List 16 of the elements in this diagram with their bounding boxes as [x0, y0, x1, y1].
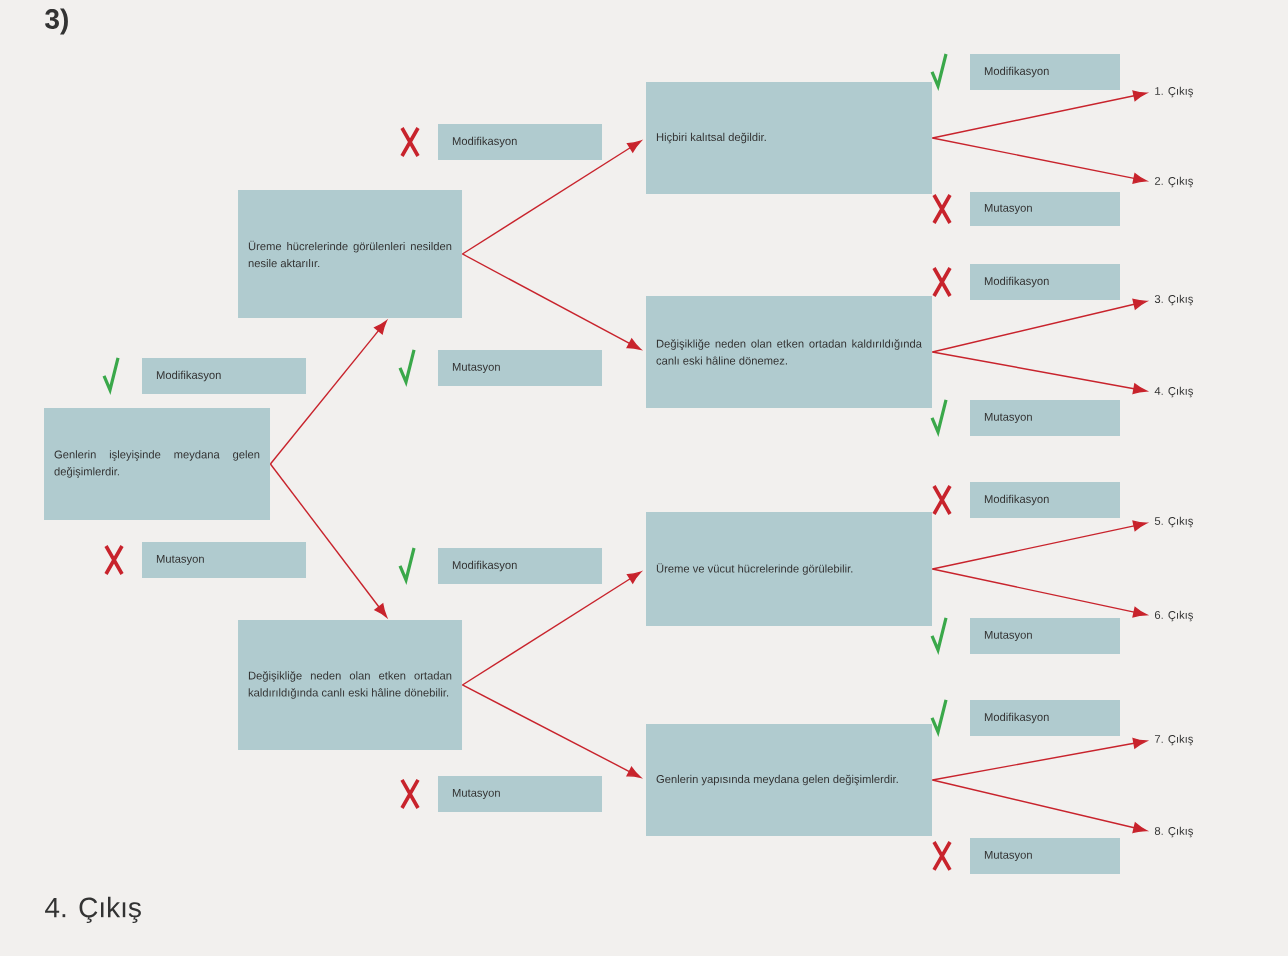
arrow	[931, 298, 1147, 353]
arrow	[461, 253, 642, 350]
arrow	[461, 571, 642, 686]
arrow	[461, 140, 642, 255]
arrow	[931, 568, 1147, 618]
arrow	[931, 137, 1147, 184]
arrow	[269, 320, 387, 465]
arrow	[931, 520, 1147, 570]
arrow	[269, 463, 388, 618]
arrow	[931, 779, 1147, 834]
heading: 3)	[45, 8, 68, 35]
arrow	[931, 351, 1147, 395]
arrow	[931, 90, 1147, 139]
answer-text: 4. Çıkış	[45, 896, 141, 924]
arrow	[931, 737, 1147, 781]
arrow	[461, 684, 642, 778]
